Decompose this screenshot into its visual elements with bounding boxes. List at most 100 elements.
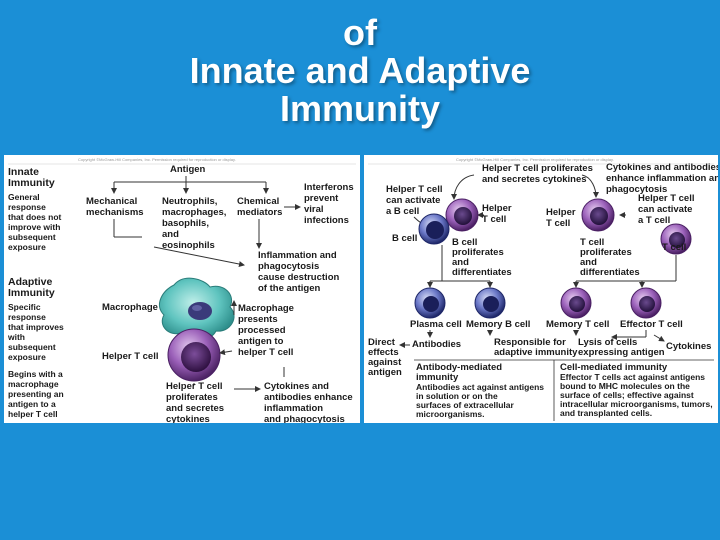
cell-desc-5: and transplanted cells. [560,408,652,418]
helper-t-cell-icon [167,328,221,382]
mechanical-2: mechanisms [86,207,144,218]
adaptive-desc-5: subsequent [8,342,56,352]
adaptive-begins-1: Begins with a [8,369,63,379]
neutrophils-5: eosinophils [162,240,215,251]
presents-4: antigen to [238,336,284,347]
innate-heading-1: Innate [8,166,39,178]
activate-b-2: can activate [386,195,440,206]
cell-mediated-title: Cell-mediated immunity [560,362,668,373]
t-prolif-4: differentiates [580,267,640,278]
innate-desc-6: exposure [8,242,46,252]
adaptive-immunity-diagram-svg: Copyright ©McGraw-Hill Companies, Inc. P… [368,157,718,421]
activate-t-1: Helper T cell [638,193,695,204]
memory-b-label: Memory B cell [466,319,530,330]
top-center-1: Helper T cell proliferates [482,163,593,174]
proliferates-2: proliferates [166,392,218,403]
top-right-2: enhance inflammation and [606,173,718,184]
inflammation-3: cause destruction [258,272,339,283]
antibodies-label: Antibodies [412,339,461,350]
responsible-2: adaptive immunity [494,347,578,358]
proliferates-1: Helper T cell [166,381,223,392]
slide-title-line-2: Innate and Adaptive [189,50,531,91]
helper-t-cell-b-icon [581,198,615,232]
neutrophils-3: basophils, [162,218,209,229]
helper-t-a-2: T cell [482,214,506,225]
helper-t-b-1: Helper [546,207,576,218]
activate-b-3: a B cell [386,206,419,217]
helper-t-a-1: Helper [482,203,512,214]
t-cell-label: T cell [662,242,686,253]
b-cell-label: B cell [392,233,417,244]
memory-t-cell-icon [560,287,592,319]
plasma-cell-label: Plasma cell [410,319,462,330]
innate-desc-4: improve with [8,222,60,232]
cytokines-label: Cytokines [666,341,711,352]
innate-desc-5: subsequent [8,232,56,242]
activate-t-3: a T cell [638,215,670,226]
antibody-desc-3: surfaces of extracellular [416,400,514,410]
antibody-mediated-2: immunity [416,372,459,383]
macrophage-cell-icon [159,277,235,340]
innate-adaptive-diagram-svg: Copyright ©McGraw-Hill Companies, Inc. P… [7,157,356,423]
adaptive-desc-1: Specific [8,302,41,312]
helper-t-label: Helper T cell [102,351,159,362]
innate-desc-3: that does not [8,212,62,222]
macrophage-label: Macrophage [102,302,158,313]
cell-desc-4: intracellular microorganisms, tumors, [560,399,713,409]
adaptive-begins-3: presenting an [8,389,64,399]
direct-4: antigen [368,367,402,378]
antibody-desc-4: microorganisms. [416,409,485,419]
neutrophils-2: macrophages, [162,207,226,218]
direct-3: against [368,357,402,368]
slide-title: of Innate and Adaptive Immunity [0,14,720,128]
b-prolif-2: proliferates [452,247,504,258]
b-cell-icon [418,213,450,245]
antibody-desc-1: Antibodies act against antigens [416,382,544,392]
cytokines-enhance-4: and phagocytosis [264,414,345,423]
cytokines-enhance-1: Cytokines and [264,381,329,392]
inflammation-4: of the antigen [258,283,320,294]
right-copyright: Copyright ©McGraw-Hill Companies, Inc. P… [456,157,614,162]
activate-t-2: can activate [638,204,692,215]
chemical-1: Chemical [237,196,279,207]
adaptive-desc-2: response [8,312,46,322]
mechanical-1: Mechanical [86,196,137,207]
top-center-2: and secretes cytokines [482,174,587,185]
lysis-2: expressing antigen [578,347,665,358]
innate-adaptive-diagram: Copyright ©McGraw-Hill Companies, Inc. P… [4,155,360,423]
inflammation-2: phagocytosis [258,261,319,272]
antibody-desc-2: in solution or on the [416,391,498,401]
presents-2: presents [238,314,278,325]
b-prolif-1: B cell [452,237,477,248]
helper-t-cell-a-icon [445,198,479,232]
b-prolif-3: and [452,257,469,268]
adaptive-begins-4: antigen to a [8,399,56,409]
proliferates-3: and secretes [166,403,224,414]
top-right-3: phagocytosis [606,184,667,195]
adaptive-heading-2: Immunity [8,287,55,299]
plasma-cell-icon [414,287,446,319]
adaptive-heading-1: Adaptive [8,276,53,288]
antigen-label: Antigen [170,164,206,175]
t-prolif-1: T cell [580,237,604,248]
slide-title-line-1: of [343,12,377,53]
neutrophils-4: and [162,229,179,240]
adaptive-desc-6: exposure [8,352,46,362]
memory-t-label: Memory T cell [546,319,609,330]
adaptive-immunity-diagram: Copyright ©McGraw-Hill Companies, Inc. P… [364,155,718,423]
presents-3: processed [238,325,286,336]
interferons-2: prevent [304,193,339,204]
top-right-1: Cytokines and antibodies [606,162,718,173]
effector-t-label: Effector T cell [620,319,683,330]
direct-1: Direct [368,337,396,348]
adaptive-desc-3: that improves [8,322,64,332]
cell-desc-2: bound to MHC molecules on the [560,381,690,391]
interferons-3: viral [304,204,324,215]
responsible-1: Responsible for [494,337,566,348]
adaptive-desc-4: with [7,332,25,342]
cytokines-enhance-2: antibodies enhance [264,392,353,403]
innate-desc-1: General [8,192,40,202]
inflammation-1: Inflammation and [258,250,337,261]
lysis-1: Lysis of cells [578,337,637,348]
memory-b-cell-icon [474,287,506,319]
